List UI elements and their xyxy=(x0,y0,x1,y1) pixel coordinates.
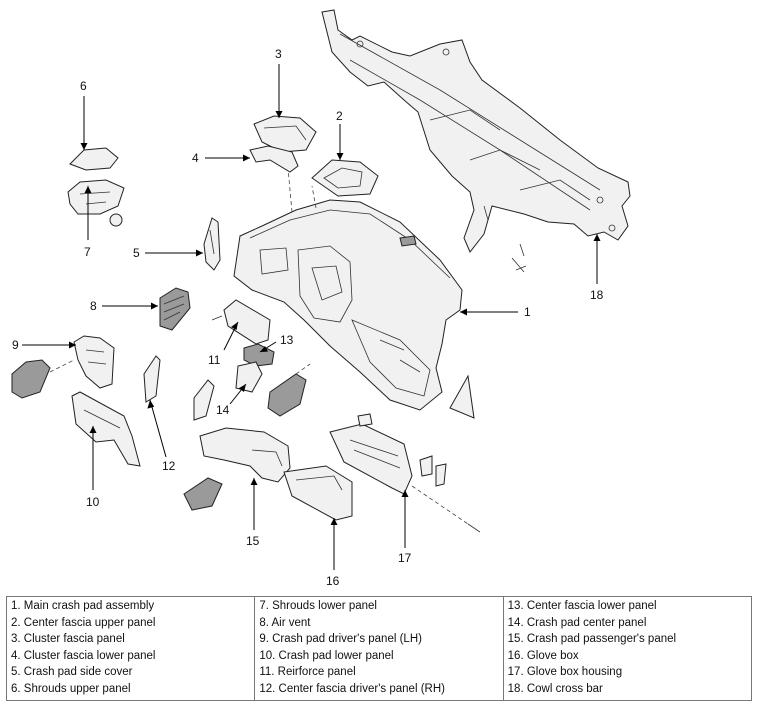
callout-5: 5 xyxy=(133,246,140,260)
legend-item: 18. Cowl cross bar xyxy=(507,682,603,695)
part-cowl-cross-bar xyxy=(321,9,631,257)
legend-column-2: 7. Shrouds lower panel 8. Air vent 9. Cr… xyxy=(254,596,504,701)
legend-item: 11. Reirforce panel xyxy=(259,666,356,679)
part-side-cover-rh xyxy=(449,374,475,419)
callout-4: 4 xyxy=(192,151,199,165)
part-crash-pad-side-cover xyxy=(203,217,221,271)
part-crash-pad-lower-panel xyxy=(71,391,141,467)
callout-15: 15 xyxy=(246,534,260,548)
callout-1: 1 xyxy=(524,305,531,319)
legend-item: 2. Center fascia upper panel xyxy=(11,616,156,629)
legend-item: 10. Crash pad lower panel xyxy=(259,649,394,662)
legend-item: 8. Air vent xyxy=(259,616,311,629)
legend-item: 6. Shrouds upper panel xyxy=(11,682,131,695)
part-center-vent-assembly xyxy=(267,363,311,417)
legend-item: 1. Main crash pad assembly xyxy=(11,600,155,612)
part-crash-pad-passengers-panel xyxy=(183,427,291,511)
callout-13: 13 xyxy=(280,333,294,347)
parts-legend-table: 1. Main crash pad assembly 2. Center fas… xyxy=(5,596,753,701)
part-glove-box xyxy=(283,465,353,521)
part-reinforce-panel xyxy=(211,299,271,345)
callout-11: 11 xyxy=(208,353,221,367)
leader-lines xyxy=(22,64,601,570)
callout-10: 10 xyxy=(86,495,100,509)
legend-item: 17. Glove box housing xyxy=(507,666,623,679)
callout-16: 16 xyxy=(326,574,340,588)
exploded-parts-diagram: 1 2 3 4 5 6 7 8 9 10 11 12 13 14 15 16 1… xyxy=(11,9,631,588)
part-screw xyxy=(511,257,527,273)
callout-14: 14 xyxy=(216,403,230,417)
part-shrouds-lower-panel xyxy=(67,179,125,227)
legend-item: 5. Crash pad side cover xyxy=(11,666,133,679)
callout-18: 18 xyxy=(590,288,604,302)
legend-item: 15. Crash pad passenger's panel xyxy=(507,633,677,646)
callout-2: 2 xyxy=(336,109,343,123)
legend-item: 16. Glove box xyxy=(507,649,579,662)
legend-item: 14. Crash pad center panel xyxy=(507,616,647,629)
part-center-fascia-lower-panel xyxy=(243,343,275,367)
callout-17: 17 xyxy=(398,551,412,565)
legend-column-3: 13. Center fascia lower panel 14. Crash … xyxy=(502,596,753,701)
part-main-crash-pad-assembly xyxy=(233,167,463,411)
callout-6: 6 xyxy=(80,79,87,93)
callout-12: 12 xyxy=(162,459,176,473)
part-clip xyxy=(399,235,417,247)
callout-numbers: 1 2 3 4 5 6 7 8 9 10 11 12 13 14 15 16 1… xyxy=(12,47,604,588)
callout-8: 8 xyxy=(90,299,97,313)
callout-3: 3 xyxy=(275,47,282,61)
legend-column-1: 1. Main crash pad assembly 2. Center fas… xyxy=(5,596,256,701)
callout-9: 9 xyxy=(12,338,19,352)
callout-7: 7 xyxy=(84,245,91,259)
legend-item: 7. Shrouds lower panel xyxy=(259,600,377,612)
legend-item: 13. Center fascia lower panel xyxy=(507,600,657,612)
part-shrouds-upper-panel xyxy=(69,147,119,171)
legend-item: 3. Cluster fascia panel xyxy=(11,633,125,646)
legend-item: 4. Cluster fascia lower panel xyxy=(11,649,156,662)
part-air-vent xyxy=(159,287,191,331)
part-crash-pad-drivers-panel-lh xyxy=(11,335,115,399)
part-glove-box-housing xyxy=(329,413,481,533)
legend-item: 12. Center fascia driver's panel (RH) xyxy=(259,682,445,695)
part-crash-pad-center-panel xyxy=(193,361,263,421)
part-cluster-fascia-lower-panel xyxy=(249,145,299,173)
part-center-fascia-upper-panel xyxy=(311,159,379,197)
part-center-fascia-drivers-panel-rh xyxy=(143,355,161,403)
legend-item: 9. Crash pad driver's panel (LH) xyxy=(259,633,422,646)
